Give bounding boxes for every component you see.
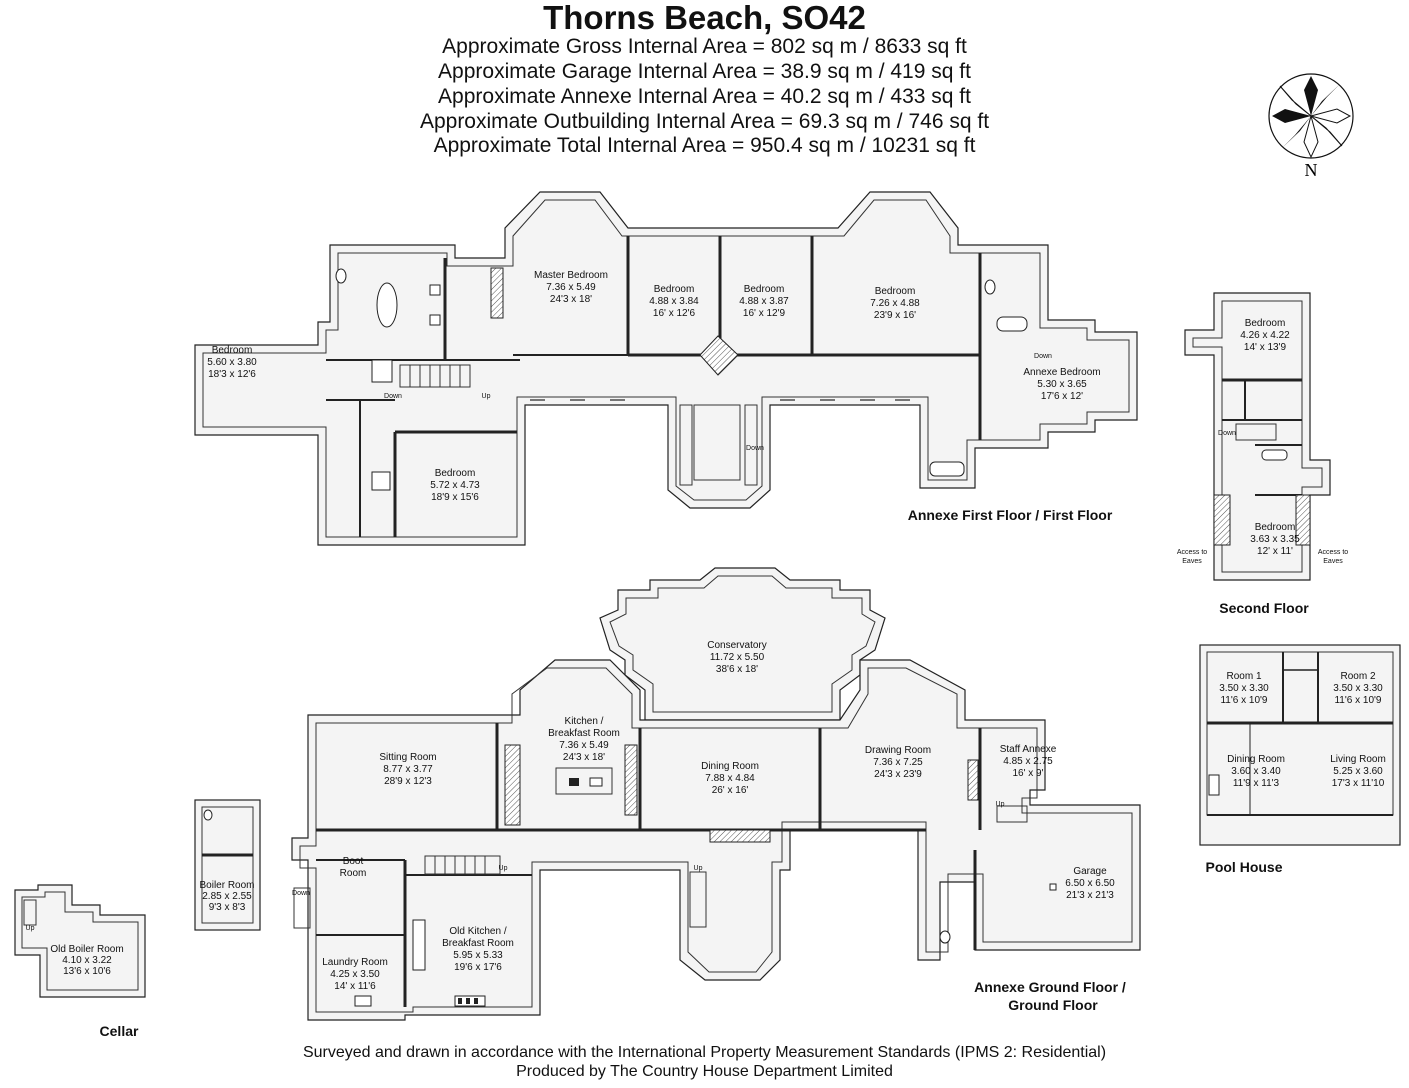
total-area-text: Approximate Total Internal Area = 950.4 … xyxy=(433,134,976,157)
gf-stairs-down-label: Down xyxy=(292,890,310,897)
pool-house-label: Pool House xyxy=(1205,859,1282,875)
page-title: Thorns Beach, SO42 xyxy=(543,0,866,36)
gf-stairs-up-label: Up xyxy=(499,865,508,872)
cellar-stairs-up-label: Up xyxy=(26,925,35,932)
annexe-area-text: Approximate Annexe Internal Area = 40.2 … xyxy=(438,85,971,108)
ff-stairs-down-label-2: Down xyxy=(746,445,764,452)
cellar-label: Cellar xyxy=(100,1023,139,1039)
compass-north-label: N xyxy=(1305,160,1318,180)
ff-stairs-down-label: Down xyxy=(384,393,402,400)
gf-annexe-stairs-up-label: Up xyxy=(996,801,1005,808)
ground-floor-label-1: Annexe Ground Floor / xyxy=(974,979,1126,995)
gf-stairs-up-label-2: Up xyxy=(694,865,703,872)
second-floor-label: Second Floor xyxy=(1219,600,1309,616)
ff-stairs-up-label: Up xyxy=(482,393,491,400)
footer-ipms-note: Surveyed and drawn in accordance with th… xyxy=(302,1044,1107,1061)
ff-annexe-stairs-down-label: Down xyxy=(1034,353,1052,360)
garage-area-text: Approximate Garage Internal Area = 38.9 … xyxy=(438,60,971,83)
footer-producer-note: Produced by The Country House Department… xyxy=(516,1063,893,1080)
first-floor-label: Annexe First Floor / First Floor xyxy=(908,507,1113,523)
ground-floor-label-2: Ground Floor xyxy=(1008,997,1098,1013)
sf-stairs-down-label: Down xyxy=(1218,430,1236,437)
compass-icon: N xyxy=(1268,73,1354,180)
outbuilding-area-text: Approximate Outbuilding Internal Area = … xyxy=(419,110,990,133)
gross-area-text: Approximate Gross Internal Area = 802 sq… xyxy=(442,35,967,58)
